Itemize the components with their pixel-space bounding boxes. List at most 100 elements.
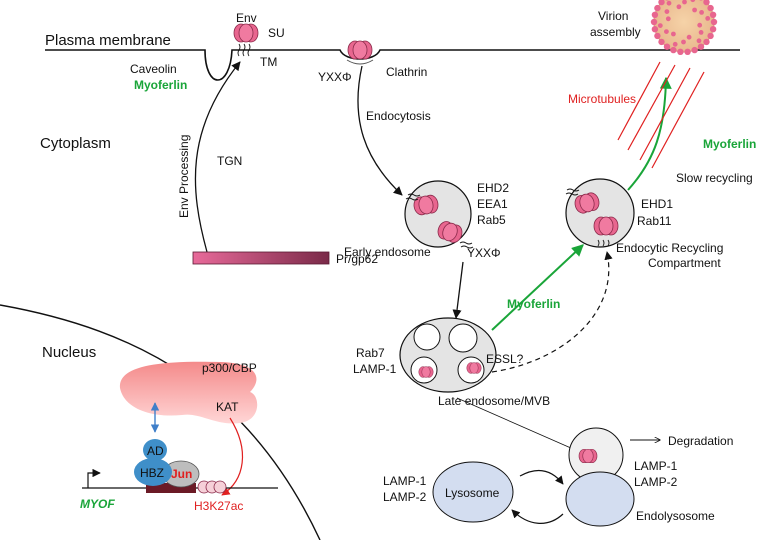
- precursor-label: Pr/gp62: [336, 252, 378, 266]
- virion-spike: [663, 43, 671, 50]
- myoferlin-transfer-label: Myoferlin: [507, 297, 560, 311]
- degradation-label: Degradation: [668, 434, 733, 448]
- mvb-vesicle-2: [448, 323, 478, 353]
- hbz-protein: [134, 458, 172, 486]
- virion-spike: [707, 32, 714, 40]
- lysosome-reform-arrow: [511, 509, 564, 524]
- endolysosome-env: [578, 448, 598, 464]
- lamp2-lysosome-label: LAMP-2: [383, 490, 427, 504]
- virion-spike: [696, 38, 702, 44]
- clathrin-coat: [346, 59, 374, 65]
- eea1-label: EEA1: [477, 197, 508, 211]
- yxxphi-endosome-label: YXXΦ: [467, 246, 501, 260]
- virion-spike: [670, 46, 677, 54]
- su-label: SU: [268, 26, 285, 40]
- lysosome: [432, 461, 514, 523]
- virion-spike: [681, 39, 686, 45]
- env-tm-anchor: [237, 43, 251, 57]
- virion-spike: [665, 16, 671, 22]
- mvb-vesicle-1: [413, 323, 441, 351]
- myoferlin-caveolin-label: Myoferlin: [134, 78, 187, 92]
- nucleus-label: Nucleus: [42, 344, 96, 361]
- kat-acetylation-arrow: [221, 417, 244, 496]
- endocytosis-arrow: [357, 65, 403, 196]
- early-to-late-arrow: [452, 261, 464, 319]
- microtubules-label: Microtubules: [568, 92, 636, 106]
- virion-spike: [697, 22, 703, 28]
- rab11-label: Rab11: [637, 214, 672, 228]
- lamp1-lysosome-label: LAMP-1: [383, 474, 427, 488]
- microtubules: [617, 61, 705, 169]
- lamp2-endolysosome-label: LAMP-2: [634, 475, 678, 489]
- cytoplasm-label: Cytoplasm: [40, 135, 111, 152]
- virion-spike: [690, 0, 696, 3]
- virion-spike: [705, 16, 711, 21]
- virion-spike: [699, 10, 704, 15]
- virion-spike: [654, 32, 661, 40]
- late-endosome-label: Late endosome/MVB: [438, 394, 550, 408]
- virion-spike: [710, 18, 718, 26]
- virion-spike: [691, 46, 698, 54]
- plasma-membrane-label: Plasma membrane: [45, 32, 171, 49]
- early-endosome-anchor: [405, 193, 474, 249]
- lysosome-fusion-arrow: [519, 469, 564, 485]
- virion-spike: [654, 4, 661, 12]
- myoferlin-transfer-arrow: [491, 244, 584, 331]
- virion-spike: [650, 18, 658, 26]
- recycling-label-2: Compartment: [648, 256, 721, 270]
- p300-cbp-label: p300/CBP: [202, 361, 257, 375]
- virion-spike: [698, 30, 704, 35]
- rab5-label: Rab5: [477, 213, 506, 227]
- virion-spike: [665, 0, 669, 1]
- endolysosome-label: Endolysosome: [636, 509, 715, 523]
- virion-spike: [664, 9, 670, 15]
- ad-domain: [143, 439, 167, 461]
- ehd2-label: EHD2: [477, 181, 509, 195]
- env-label: Env: [236, 11, 257, 25]
- virion-assembly-label-2: assembly: [590, 25, 641, 39]
- ehd1-label: EHD1: [641, 197, 673, 211]
- virion-spike: [677, 48, 684, 55]
- myof-gene-label: MYOF: [80, 497, 115, 511]
- early-endosome-label: Early endosome: [344, 245, 431, 259]
- nucleosome: [197, 480, 227, 494]
- clathrin-label: Clathrin: [386, 65, 427, 79]
- virion-spike: [672, 41, 678, 47]
- lamp1-endolysosome-label: LAMP-1: [634, 459, 678, 473]
- lamp1-late-label: LAMP-1: [353, 362, 397, 376]
- virion-surface-proteins: [650, 0, 718, 55]
- essl-dashed-arrow: [491, 251, 613, 373]
- env-processing-arrow: [194, 61, 241, 253]
- tgn-label: TGN: [217, 154, 242, 168]
- lysosome-label: Lysosome: [445, 486, 500, 500]
- recycling-label-1: Endocytic Recycling: [616, 241, 723, 255]
- mvb-env-2: [466, 362, 482, 374]
- precursor-bar: [192, 251, 330, 265]
- recycling-anchor: [565, 188, 610, 247]
- virion-spike: [682, 0, 687, 5]
- endocytosis-label: Endocytosis: [366, 109, 431, 123]
- virion-spike: [709, 26, 717, 33]
- tm-label: TM: [260, 55, 277, 69]
- virion-spike: [709, 11, 717, 18]
- tss-arrow: [87, 468, 101, 488]
- virion-spike: [692, 7, 697, 13]
- virion-spike: [686, 34, 692, 40]
- clathrin-env-protein: [347, 40, 373, 60]
- virion-spike: [684, 48, 691, 55]
- virion-spike: [676, 4, 682, 10]
- jun-label: Jun: [171, 467, 192, 481]
- virion-spike: [658, 38, 665, 46]
- virion-spike: [651, 11, 659, 18]
- virion-spike: [697, 43, 705, 50]
- virion-spike: [664, 29, 669, 34]
- promoter-box: [146, 483, 196, 493]
- slow-recycling-arrow: [627, 76, 672, 191]
- virion-spike: [671, 31, 676, 37]
- env-su-tm-protein: [233, 23, 259, 43]
- virion-spike: [666, 0, 672, 6]
- late-endosome-mvb: [399, 317, 497, 393]
- yxxphi-membrane-label: YXXΦ: [318, 70, 352, 84]
- caveolin-label: Caveolin: [130, 62, 177, 76]
